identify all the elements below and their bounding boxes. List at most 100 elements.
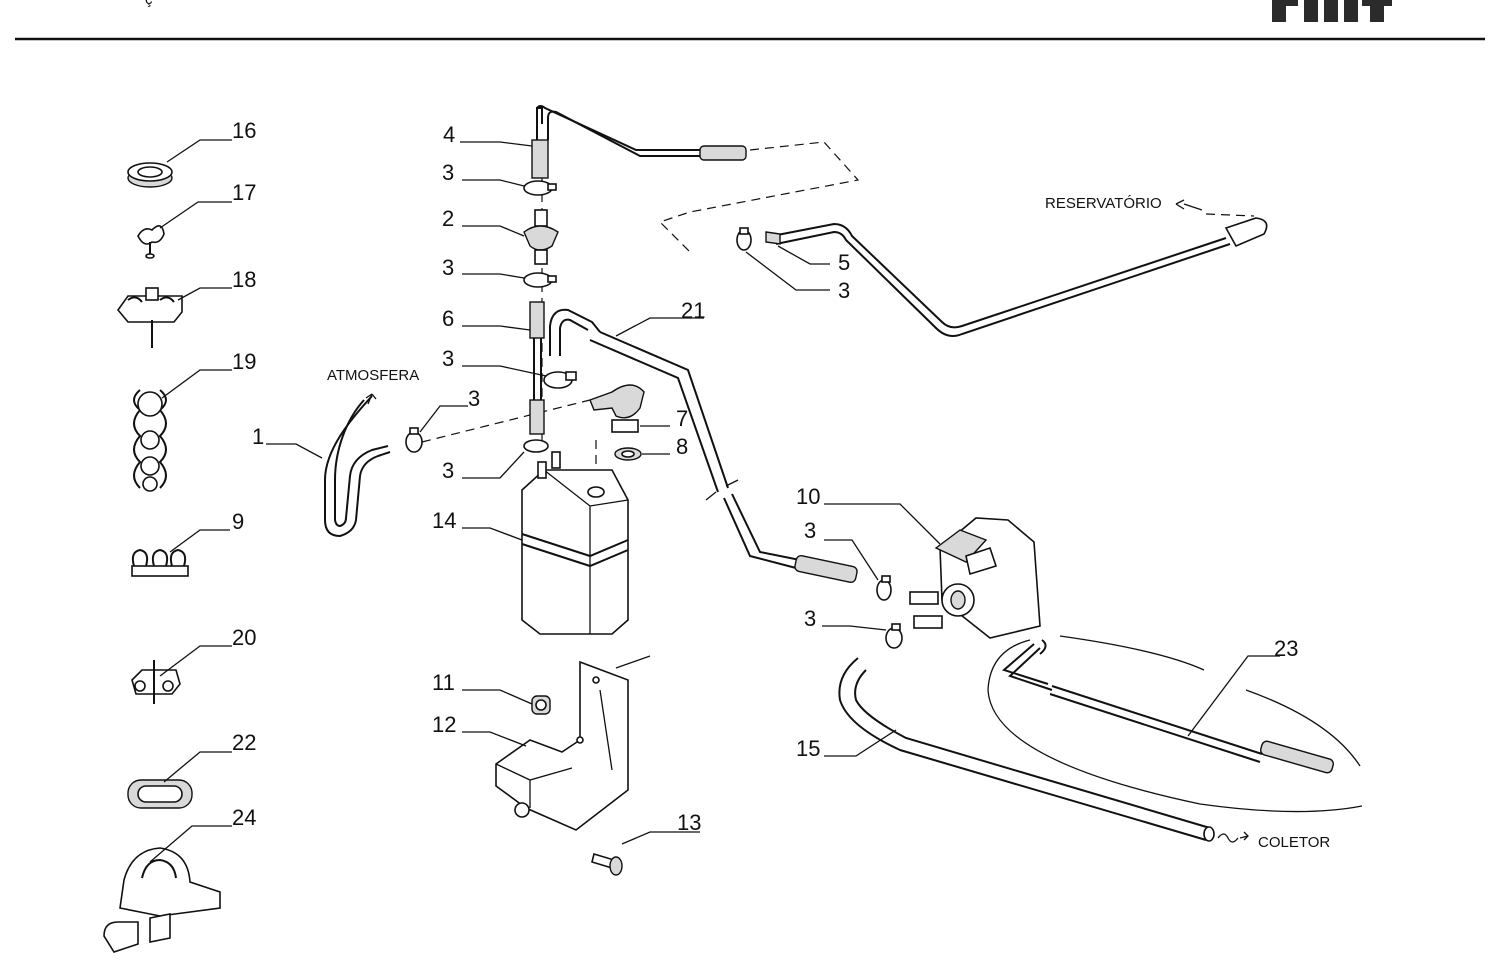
leader-5 [777, 245, 830, 265]
callout-3d: 3 [442, 346, 454, 371]
callout-23: 23 [1274, 636, 1298, 661]
part-14-canister [521, 451, 629, 635]
part-6-tube [529, 301, 545, 435]
callout-2: 2 [442, 206, 454, 231]
callout-7: 7 [676, 406, 688, 431]
bracket-break [615, 655, 651, 669]
part-19-multi-clip [133, 389, 167, 492]
part-3-clamp-c [523, 272, 557, 288]
label-coletor: COLETOR [1258, 834, 1330, 851]
callout-21: 21 [681, 298, 705, 323]
leader-3c [462, 273, 525, 279]
callout-3f: 3 [838, 278, 850, 303]
callout-12: 12 [432, 712, 456, 737]
part-2-valve [523, 209, 559, 265]
part-3-clamp-h [885, 623, 903, 649]
leader-11 [462, 689, 533, 705]
leader-20 [159, 645, 232, 677]
part-1-hose [324, 395, 391, 538]
part-16-grommet [127, 162, 173, 188]
part-7-elbow-valve [589, 384, 645, 433]
callout-3e: 3 [442, 458, 454, 483]
leader-18 [177, 287, 232, 301]
part-10-purge-valve [909, 517, 1041, 639]
leader-3b [462, 179, 525, 187]
callout-13: 13 [677, 810, 701, 835]
leader-24 [149, 825, 232, 863]
leader-3e [462, 451, 525, 479]
callout-17: 17 [232, 180, 256, 205]
header-corner-text: ç [145, 0, 153, 8]
part-4-tube [531, 105, 747, 179]
leader-14 [462, 527, 523, 541]
callout-3a: 3 [468, 386, 480, 411]
callout-10: 10 [796, 484, 820, 509]
part-17-clip [137, 225, 165, 259]
part-3-clamp-g [876, 575, 892, 601]
callout-16: 16 [232, 118, 256, 143]
callout-11: 11 [432, 670, 455, 695]
part-12-bracket [495, 660, 629, 831]
part-3-clamp-e [523, 439, 549, 453]
arrow-reservatorio [1175, 199, 1203, 211]
part-8-washer [614, 447, 642, 461]
callout-5: 5 [838, 250, 850, 275]
part-13-bolt [591, 852, 623, 876]
callout-20: 20 [232, 625, 256, 650]
part-5-pipe [765, 213, 1268, 337]
leader-3h [822, 625, 887, 631]
leader-3a [419, 405, 468, 433]
part-24-bracket [103, 847, 221, 953]
part-18-clamp [116, 287, 183, 348]
leader-3d [462, 365, 547, 377]
route-dashed-line [658, 141, 860, 253]
coletor-wave [1217, 833, 1239, 843]
callout-18: 18 [232, 267, 256, 292]
leader-3f [745, 251, 830, 291]
part-3-clamp-b [523, 180, 557, 196]
part-9-clip-strip [131, 548, 189, 577]
leader-3g [824, 539, 879, 581]
callout-6: 6 [442, 306, 454, 331]
part-3-clamp-f [736, 227, 752, 251]
callout-15: 15 [796, 736, 820, 761]
leader-13 [621, 831, 700, 845]
leader-6 [462, 325, 531, 331]
callout-4: 4 [443, 122, 455, 147]
leader-4 [460, 141, 533, 147]
part-21-hose [549, 308, 858, 584]
leader-9 [169, 529, 230, 553]
part-15-hose [838, 657, 1215, 842]
callout-3c: 3 [442, 255, 454, 280]
callout-3b: 3 [442, 160, 454, 185]
part-20-nut-clip [131, 660, 181, 704]
leader-12 [462, 731, 527, 747]
leader-22 [163, 751, 232, 783]
leader-10 [824, 503, 941, 545]
callout-8: 8 [676, 434, 688, 459]
arrow-atmosfera [365, 393, 377, 405]
leader-1 [266, 443, 323, 459]
part-3-clamp-d [543, 371, 577, 389]
callout-1: 1 [252, 424, 264, 449]
part-23-detail [987, 635, 1363, 813]
part-11-grommet [531, 695, 551, 715]
label-atmosfera: ATMOSFERA [327, 367, 419, 384]
leader-21 [615, 317, 704, 337]
part-22-oval-seal [127, 779, 193, 809]
leader-17 [159, 201, 232, 229]
leader-19 [161, 369, 232, 399]
leader-16 [166, 139, 232, 163]
fiat-logo [1272, 0, 1392, 22]
leader-2 [462, 225, 525, 237]
callout-19: 19 [232, 349, 256, 374]
callout-3h: 3 [804, 606, 816, 631]
callout-22: 22 [232, 730, 256, 755]
leader-23 [1187, 655, 1280, 737]
callout-9: 9 [232, 509, 244, 534]
label-reservatorio: RESERVATÓRIO [1045, 195, 1162, 212]
callout-14: 14 [432, 508, 456, 533]
arrow-coletor [1239, 831, 1249, 841]
callout-24: 24 [232, 805, 256, 830]
